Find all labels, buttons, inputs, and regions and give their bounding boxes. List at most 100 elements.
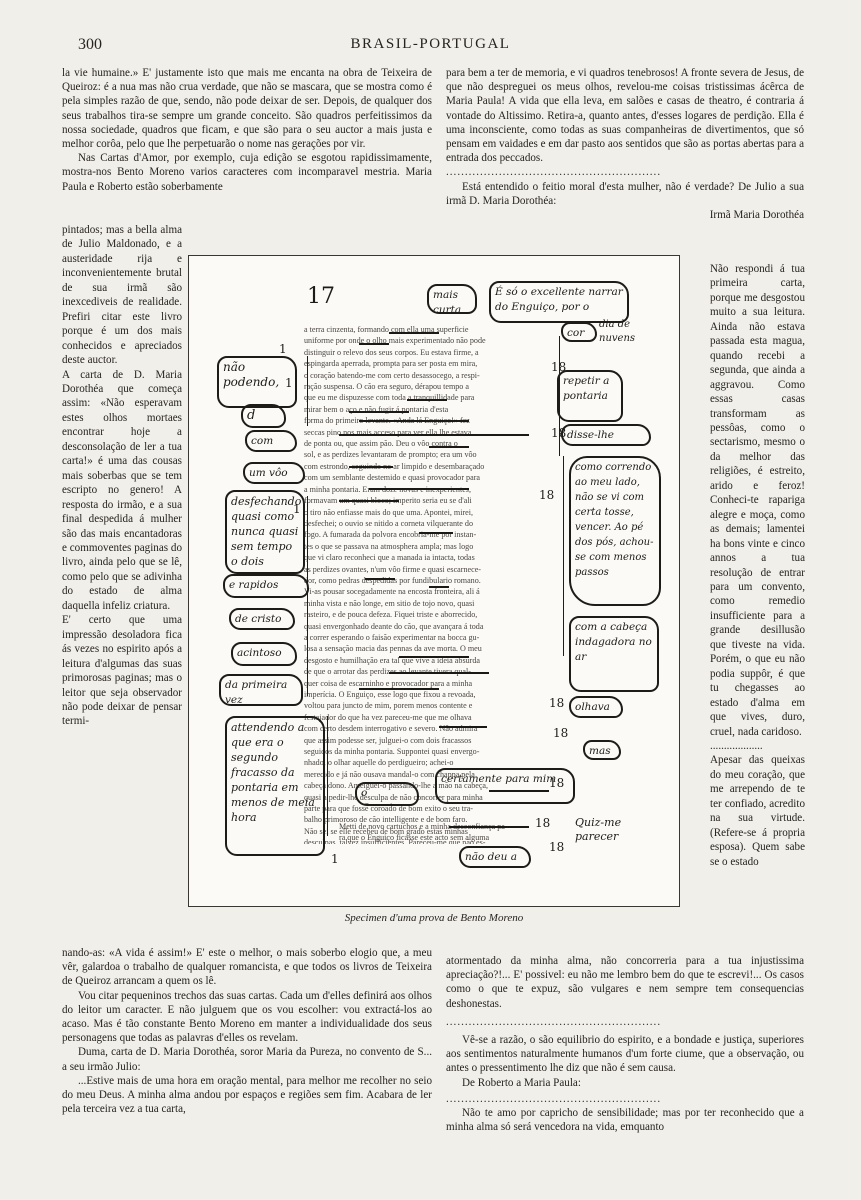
- margin-rule: [307, 356, 308, 426]
- annotation-bubble: de cristo: [229, 608, 295, 630]
- annotation-bubble: olhava: [569, 696, 623, 718]
- ellipsis-row: ...................: [710, 739, 763, 752]
- paragraph: atormentado da minha alma, não concorrer…: [446, 955, 804, 1010]
- strike-mark: [489, 790, 549, 793]
- annotation-bubble: um vôo: [243, 462, 305, 484]
- galley-line: distinguir o relevo dos seus corpos. Eu …: [304, 347, 479, 357]
- galley-line: desgosto e humilhação era tal que vive a…: [304, 655, 480, 665]
- right-column-top: para bem a ter de memoria, e vi quadros …: [446, 66, 804, 222]
- annotation-bubble: com: [245, 430, 297, 452]
- galley-line: cabeça dono. Ameiguei-o passando-lhe a m…: [304, 781, 489, 791]
- annotation-text: Quiz-me parecer: [575, 816, 622, 843]
- paragraph: Não respondi á tua primeira carta, porqu…: [710, 263, 805, 738]
- galley-line: o coração batendo-me com certo desassoce…: [304, 370, 480, 380]
- salutation: Irmã Maria Dorothéa: [709, 209, 804, 222]
- galley-line: nhado, o olhar aquelle do perdigueiro; a…: [304, 758, 454, 768]
- left-column-top: la vie humaine.» E' justamente isto que …: [62, 66, 432, 194]
- galley-line: dor, como pedras despedidas por fundibul…: [304, 575, 481, 585]
- strike-mark: [419, 532, 453, 535]
- proof-mark: 18: [549, 776, 565, 790]
- strike-mark: [439, 726, 487, 729]
- strike-mark: [449, 826, 529, 829]
- galley-line: de ponta ou, que assim pão. Deu o vôo co…: [304, 439, 458, 449]
- galley-line: balho primoroso de cão intelligente e de…: [304, 815, 468, 825]
- galley-line: com estrondo, seguindo no ar limpido e d…: [304, 461, 485, 471]
- galley-line: que assim podesse ser, julguei-o com doi…: [304, 735, 472, 745]
- annotation-bubble: repetir a pontaria: [557, 370, 623, 422]
- proof-mark: 18: [551, 426, 566, 440]
- strike-mark: [365, 578, 395, 581]
- strike-mark: [389, 332, 439, 335]
- galley-line: festejador do que ha vez pareceu-me que …: [304, 712, 472, 722]
- galley-line: ra que o Enguiço ficasse este acto sem a…: [339, 833, 490, 843]
- annotation-bubble: desfechando quasi como nunca quasi sem t…: [225, 490, 305, 574]
- annotation-bubble: com a cabeça indagadora no ar: [569, 616, 659, 692]
- galley-line: sol, e as perdizes levantaram de prompto…: [304, 450, 477, 460]
- strike-mark: [359, 343, 389, 346]
- galley-line: minha vista e não longe, em sitio de toj…: [304, 598, 475, 608]
- galley-line: mirar bem o aço e não fugir á pontaria d…: [304, 404, 449, 414]
- galley-line: parte para que fosse coroado de bom exit…: [304, 804, 474, 814]
- ellipsis-row: ........................................…: [446, 1015, 662, 1028]
- annotation-bubble: não deu a: [459, 846, 531, 868]
- galley-line: as perdizes ovantes, n'um vôo firme e qu…: [304, 564, 481, 574]
- proof-mark: 18: [551, 360, 566, 374]
- annotation-bubble: cor: [561, 322, 597, 342]
- proof-mark: 18: [553, 726, 569, 740]
- paragraph: A carta de D. Maria Dorothéa que começa …: [62, 368, 182, 612]
- paragraph: pintados; mas a bella alma de Julio Mald…: [62, 224, 182, 367]
- galley-line: a correr esperando o faisão experimentar…: [304, 632, 480, 642]
- annotation-bubble: attendendo a que era o segundo fracasso …: [225, 716, 325, 856]
- ellipsis-row: ........................................…: [446, 166, 662, 179]
- paragraph: Apesar das queixas do meu coração, que m…: [710, 754, 805, 868]
- galley-line: merecido e já não ousava mandal-o com ch…: [304, 769, 475, 779]
- proof-mark: 18: [549, 840, 565, 854]
- annotation-text: dia de nuvens: [599, 319, 636, 344]
- galley-line: de que o arrotar das perdizes ao levante…: [304, 667, 471, 677]
- annotation-bubble: certamente para mim: [435, 768, 575, 804]
- galley-line: que eu me dispuzesse com toda a tranquil…: [304, 393, 475, 403]
- galley-line: Metti de novo cartuchos e a minha descon…: [339, 822, 508, 831]
- strike-mark: [429, 446, 469, 449]
- galley-line: o tiro não enfiasse mais do que uma. Apo…: [304, 507, 474, 517]
- right-column-narrow: Não respondi á tua primeira carta, porqu…: [710, 262, 805, 869]
- galley-line: espingarda aperrada, prompta para ser po…: [304, 359, 478, 369]
- galley-line: voltou para juncto de mim, porem menos c…: [304, 701, 473, 711]
- proof-mark: 1: [285, 376, 293, 390]
- strike-mark: [389, 672, 489, 675]
- left-column-narrow: pintados; mas a bella alma de Julio Mald…: [62, 223, 182, 729]
- annotation-bubble: mais curta: [427, 284, 477, 314]
- galley-line: quasi envergonhado deante do cão, que av…: [304, 621, 484, 631]
- galley-line: ração suspensa. O cão era seguro, dérapo…: [304, 382, 469, 392]
- galley-number: 17: [307, 284, 335, 309]
- galley-line: imperícia. O Enguiço, esse logo que fixo…: [304, 690, 476, 699]
- proof-mark: 18: [549, 696, 565, 710]
- galley-line: tes o que se passava na atmosphera ampla…: [304, 541, 474, 551]
- annotation-bubble: como correndo ao meu lado, não se vi com…: [569, 456, 661, 606]
- paragraph: para bem a ter de memoria, e vi quadros …: [446, 67, 804, 165]
- page-number: 300: [78, 36, 102, 53]
- strike-mark: [429, 586, 449, 589]
- galley-line: desfechei; o ouvio se nitido a corneta v…: [304, 518, 474, 528]
- proof-mark: 18: [535, 816, 551, 830]
- paragraph: nando-as: «A vida é assim!» E' este o me…: [62, 947, 432, 988]
- paragraph: Vê-se a razão, o são equilibrio do espir…: [446, 1034, 804, 1075]
- annotation-bubble: não podendo,: [217, 356, 297, 408]
- annotation-bubble: acintoso: [231, 642, 297, 666]
- annotation-bubble: disse-lhe: [561, 424, 651, 446]
- galley-line: que vi claro reconheci que a manada ia i…: [304, 553, 475, 563]
- annotation-bubble: e rapidos: [223, 574, 309, 598]
- paragraph: Duma, carta de D. Maria Dorothéa, soror …: [62, 1046, 432, 1073]
- galley-line: rasteiro, e de pouca defeza. Fiquei tris…: [304, 610, 478, 620]
- ellipsis-row: ........................................…: [446, 1092, 662, 1105]
- figure-caption: Specimen d'uma prova de Bento Moreno: [344, 912, 524, 924]
- paragraph: la vie humaine.» E' justamente isto que …: [62, 67, 432, 151]
- annotation-bubble: mas: [583, 740, 621, 760]
- strike-mark: [399, 656, 469, 659]
- galley-line: com certo desdem interrogativo e severo.…: [304, 724, 478, 734]
- galley-line: quasi a pedir-lhe desculpa de não concor…: [304, 792, 483, 802]
- proof-mark: 1: [293, 502, 301, 516]
- paragraph: ...Estive mais de uma hora em oração men…: [62, 1074, 432, 1116]
- running-title: BRASIL-PORTUGAL: [350, 36, 511, 52]
- margin-rule: [307, 496, 308, 696]
